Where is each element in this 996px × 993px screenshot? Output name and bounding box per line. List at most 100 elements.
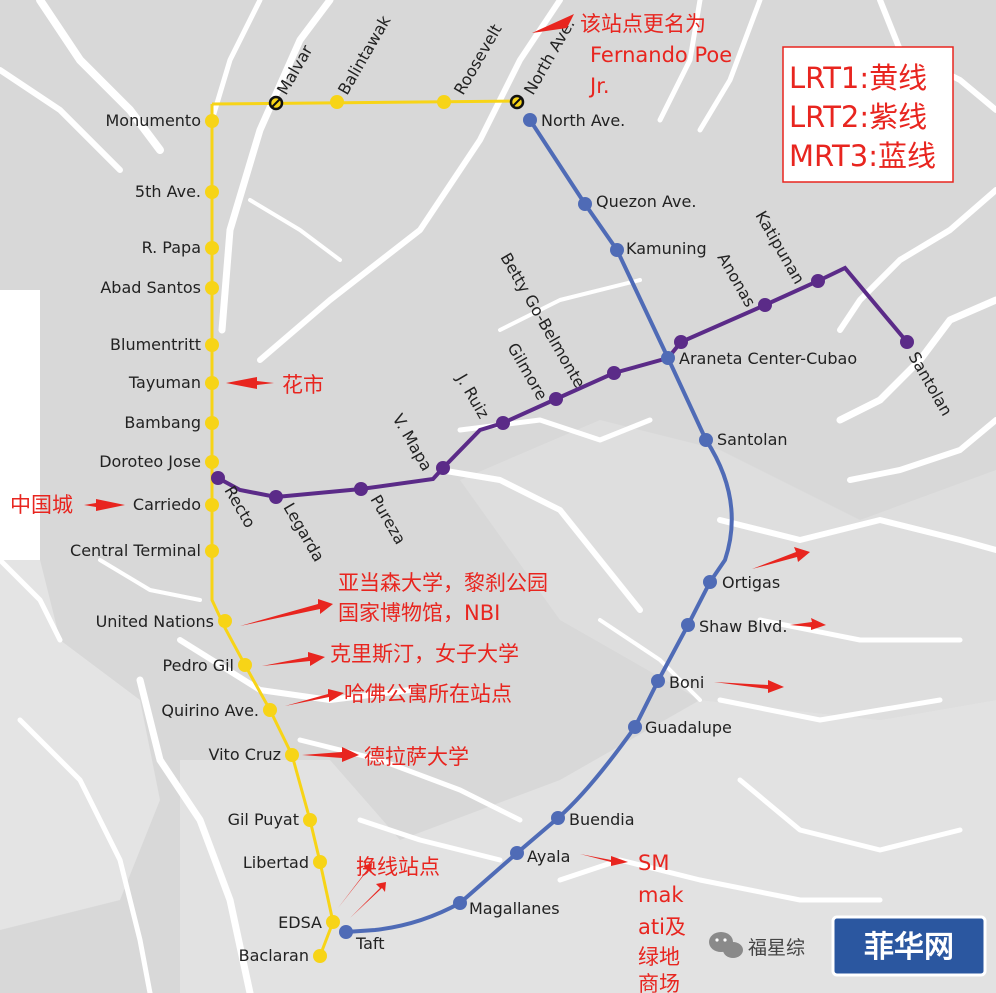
station-dot-araneta-cubao-lrt2[interactable]	[674, 335, 688, 349]
station-dot-bambang[interactable]	[205, 416, 219, 430]
station-dot-kamuning[interactable]	[610, 243, 624, 257]
station-dot-ayala[interactable]	[510, 846, 524, 860]
station-dot-gil-puyat[interactable]	[303, 813, 317, 827]
station-dot-quirino-ave[interactable]	[263, 703, 277, 717]
station-dot-mrt-santolan[interactable]	[699, 433, 713, 447]
annotation-ayala-1: SM	[638, 851, 669, 875]
station-dot-roosevelt[interactable]	[437, 95, 451, 109]
label-quezon-ave: Quezon Ave.	[596, 192, 696, 211]
wechat-icon	[709, 932, 743, 958]
station-dot-edsa[interactable]	[326, 915, 340, 929]
label-ortigas: Ortigas	[722, 573, 780, 592]
station-dot-balintawak[interactable]	[330, 95, 344, 109]
annotation-ayala-3: ati及	[638, 915, 686, 939]
label-tayuman: Tayuman	[128, 373, 201, 392]
arrow-roosevelt	[532, 14, 574, 33]
annotation-roosevelt-2: Fernando Poe	[590, 43, 732, 67]
legend: LRT1:黄线 LRT2:紫线 MRT3:蓝线	[782, 46, 954, 183]
station-dot-anonas[interactable]	[758, 298, 772, 312]
station-dot-j-ruiz[interactable]	[496, 416, 510, 430]
station-dot-ortigas[interactable]	[703, 575, 717, 589]
arrow-transfer-2	[350, 882, 386, 918]
arrow-ayala	[580, 854, 628, 866]
label-ayala: Ayala	[527, 847, 570, 866]
legend-lrt1: LRT1:黄线	[789, 61, 927, 95]
brand-text: 菲华网	[864, 930, 954, 965]
station-dot-betty-go[interactable]	[607, 366, 621, 380]
station-dot-united-nations[interactable]	[218, 614, 232, 628]
station-dot-r-papa[interactable]	[205, 241, 219, 255]
station-dot-central-terminal[interactable]	[205, 544, 219, 558]
station-dot-lrt2-santolan[interactable]	[900, 335, 914, 349]
station-dot-legarda[interactable]	[269, 490, 283, 504]
annotation-un-2: 国家博物馆，NBI	[338, 601, 500, 625]
annotation-arrows	[84, 14, 826, 918]
label-r-papa: R. Papa	[142, 238, 201, 257]
station-dot-doroteo-jose[interactable]	[205, 455, 219, 469]
station-dot-gilmore[interactable]	[549, 392, 563, 406]
station-dot-shaw-blvd[interactable]	[681, 618, 695, 632]
station-dot-recto[interactable]	[211, 471, 225, 485]
station-dot-quezon-ave[interactable]	[578, 197, 592, 211]
station-dot-monumento[interactable]	[205, 114, 219, 128]
arrow-boni	[714, 680, 784, 693]
arrow-ortigas	[752, 547, 810, 569]
station-dot-guadalupe[interactable]	[628, 720, 642, 734]
annotation-ayala-4: 绿地	[638, 945, 680, 969]
annotation-tayuman: 花市	[282, 373, 324, 397]
label-carriedo: Carriedo	[133, 495, 201, 514]
station-dot-buendia[interactable]	[551, 811, 565, 825]
label-vito-cruz: Vito Cruz	[209, 745, 281, 764]
label-gil-puyat: Gil Puyat	[228, 810, 299, 829]
lrt1-labels: Monumento 5th Ave. R. Papa Abad Santos B…	[70, 111, 322, 965]
label-central-terminal: Central Terminal	[70, 541, 201, 560]
annotation-quirino: 哈佛公寓所在站点	[344, 682, 512, 706]
station-dot-boni[interactable]	[651, 674, 665, 688]
arrow-tayuman	[226, 377, 274, 389]
station-dot-tayuman[interactable]	[205, 376, 219, 390]
mrt3-line	[345, 118, 734, 934]
label-pedro-gil: Pedro Gil	[163, 656, 234, 675]
station-dot-pureza[interactable]	[354, 482, 368, 496]
annotation-roosevelt-3: Jr.	[588, 74, 610, 98]
annotation-transfer: 换线站点	[356, 855, 440, 879]
station-dot-carriedo[interactable]	[205, 498, 219, 512]
label-araneta-cubao: Araneta Center-Cubao	[679, 349, 857, 368]
legend-lrt2: LRT2:紫线	[789, 100, 927, 134]
station-dot-abad-santos[interactable]	[205, 281, 219, 295]
label-kamuning: Kamuning	[626, 239, 707, 258]
label-abad-santos: Abad Santos	[100, 278, 201, 297]
station-dot-5th-ave[interactable]	[205, 185, 219, 199]
station-dot-baclaran[interactable]	[313, 949, 327, 963]
legend-box	[782, 46, 954, 183]
label-quirino-ave: Quirino Ave.	[161, 701, 259, 720]
station-dot-vito-cruz[interactable]	[285, 748, 299, 762]
lrt2-line	[217, 265, 909, 500]
district-east	[460, 420, 996, 720]
station-dot-pedro-gil[interactable]	[238, 658, 252, 672]
district-west	[0, 560, 160, 930]
arrow-shaw	[790, 618, 826, 630]
lrt1-planned-stations	[268, 94, 525, 111]
arrow-quirino	[285, 689, 344, 706]
lrt1-line	[210, 99, 517, 957]
station-dot-v-mapa[interactable]	[436, 461, 450, 475]
label-blumentritt: Blumentritt	[110, 335, 201, 354]
watermark: 福星综 菲华网	[709, 915, 987, 977]
station-dot-katipunan[interactable]	[811, 274, 825, 288]
annotation-ayala-2: mak	[638, 883, 684, 907]
annotation-pedro-gil: 克里斯汀，女子大学	[330, 642, 519, 666]
label-united-nations: United Nations	[96, 612, 214, 631]
station-dot-taft[interactable]	[339, 925, 353, 939]
arrow-carriedo	[84, 499, 125, 511]
label-libertad: Libertad	[243, 853, 309, 872]
label-magallanes: Magallanes	[469, 899, 560, 918]
arrow-united-nations	[240, 599, 333, 626]
station-dot-mrt-north-ave[interactable]	[523, 113, 537, 127]
arrow-pedro-gil	[262, 652, 325, 666]
station-dot-araneta-cubao-mrt[interactable]	[661, 351, 675, 365]
station-dot-blumentritt[interactable]	[205, 338, 219, 352]
bay-area	[0, 290, 40, 560]
station-dot-magallanes[interactable]	[453, 896, 467, 910]
station-dot-libertad[interactable]	[313, 855, 327, 869]
